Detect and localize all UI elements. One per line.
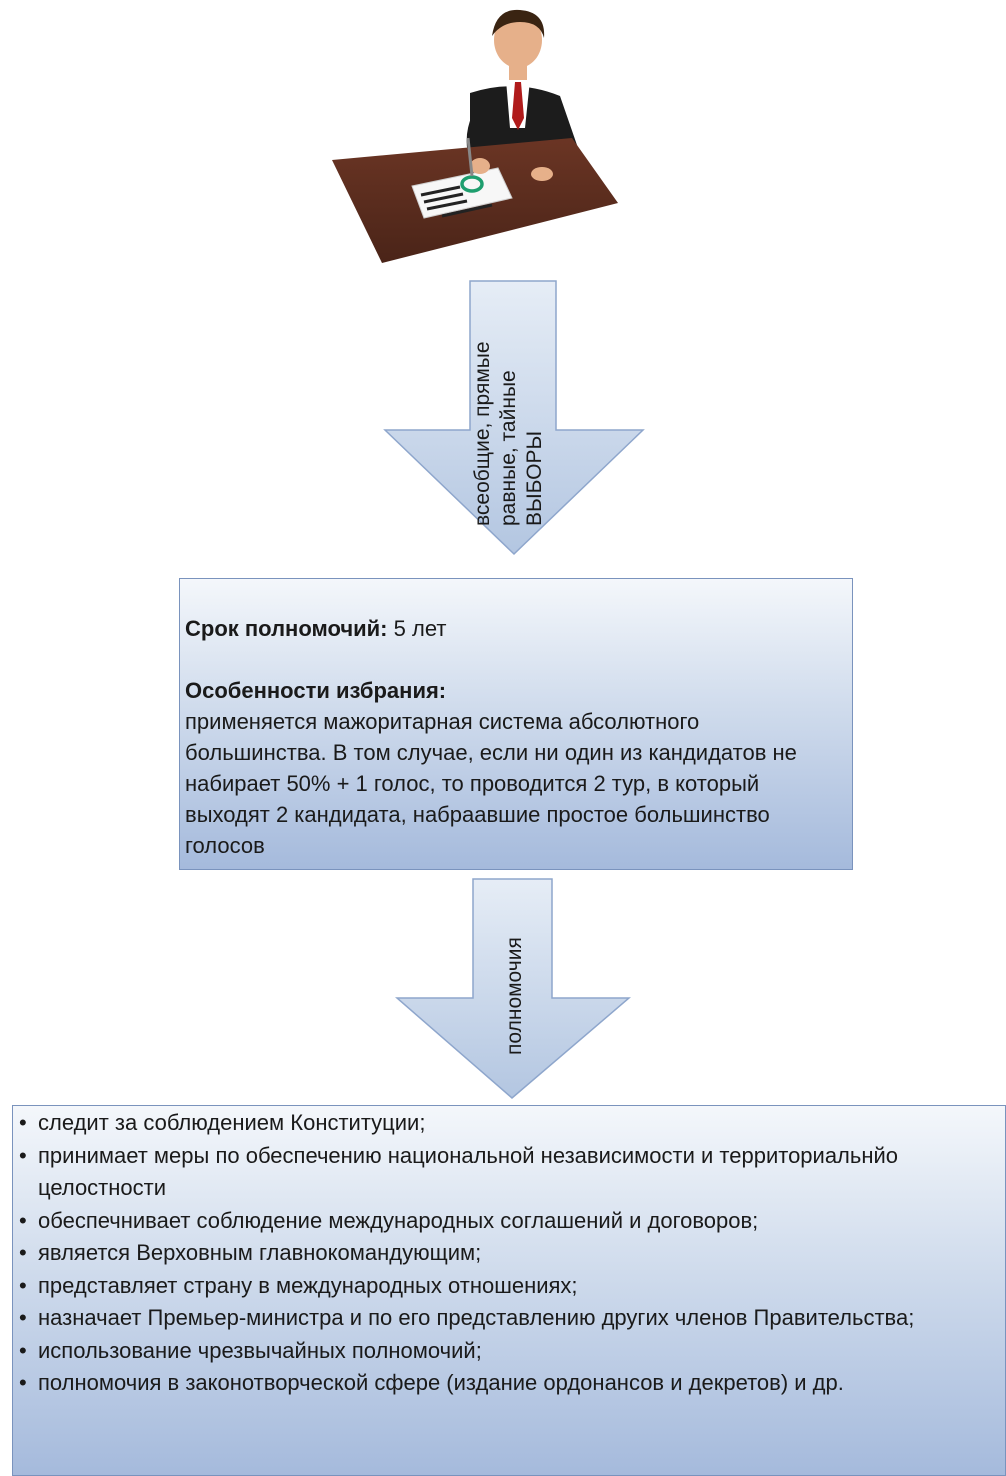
- elections-label: всеобщие, прямые равные, тайные ВЫБОРЫ: [471, 341, 546, 526]
- powers-list: следит за соблюдением Конституции; прини…: [19, 1107, 995, 1400]
- tie: [512, 82, 524, 130]
- hair: [492, 9, 545, 38]
- features-text: применяется мажоритарная система абсолют…: [185, 709, 797, 858]
- neck: [509, 64, 527, 80]
- term-label: Срок полномочий:: [185, 616, 388, 641]
- hand: [470, 158, 490, 174]
- list-item: полномочия в законотворческой сфере (изд…: [19, 1367, 995, 1400]
- list-item: использование чрезвычайных полномочий;: [19, 1335, 995, 1368]
- person-at-desk-icon: [332, 9, 618, 263]
- term-line: Срок полномочий: 5 лет: [185, 613, 846, 644]
- list-item: назначает Премьер-министра и по его пред…: [19, 1302, 995, 1335]
- down-arrow-powers: [395, 878, 631, 1099]
- list-item: принимает меры по обеспечению национальн…: [19, 1140, 995, 1205]
- ballot-mark: [460, 175, 484, 193]
- pen: [466, 137, 474, 177]
- list-item: обеспечнивает соблюдение международных с…: [19, 1205, 995, 1238]
- powers-label: полномочия: [503, 937, 526, 1055]
- head: [494, 12, 542, 68]
- hand: [531, 167, 553, 181]
- list-item: является Верховным главнокомандующим;: [19, 1237, 995, 1270]
- features-label: Особенности избрания:: [185, 678, 447, 703]
- list-item: представляет страну в международных отно…: [19, 1270, 995, 1303]
- term-value: 5 лет: [387, 616, 447, 641]
- down-arrow-elections: [383, 280, 645, 556]
- list-item: следит за соблюдением Конституции;: [19, 1107, 995, 1140]
- powers-box: следит за соблюдением Конституции; прини…: [12, 1105, 1006, 1476]
- term-box: Срок полномочий: 5 лет Особенности избра…: [179, 578, 853, 870]
